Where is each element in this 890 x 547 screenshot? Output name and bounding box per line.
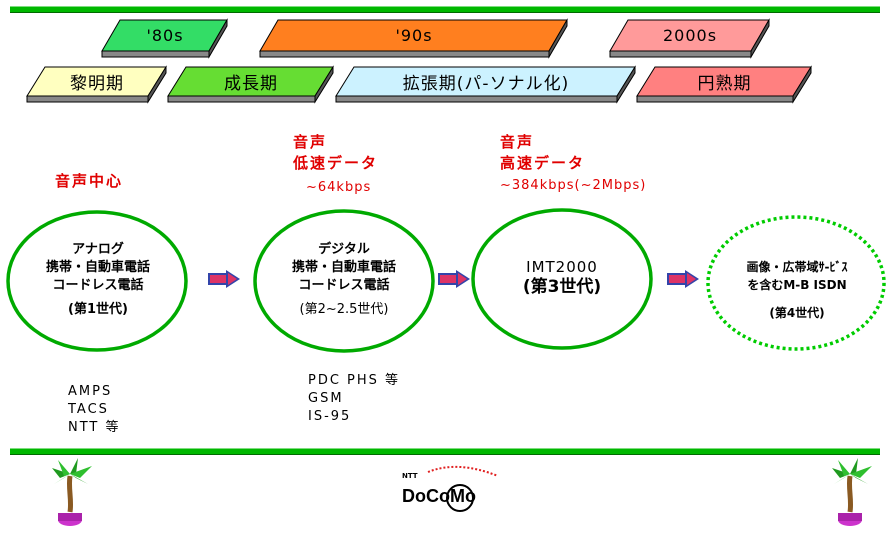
era-2000s-label: 2000s <box>662 25 718 45</box>
gen2-text: デジタル 携帯・自動車電話 コードレス電話 (第2~2.5世代) <box>266 241 422 319</box>
gen3-service-line2: 高速データ <box>500 154 586 172</box>
phase-expansion: 拡張期(パ-ソナル化) <box>335 65 636 104</box>
gen2-system-item: GSM <box>308 391 344 406</box>
gen4-generation: (第4世代) <box>769 306 825 320</box>
palm-tree-icon <box>52 458 92 526</box>
phase-maturity-label: 円熟期 <box>697 73 752 94</box>
gen2-line1: デジタル <box>318 242 370 257</box>
phase-dawn: 黎明期 <box>26 65 167 104</box>
generation-ellipses <box>6 208 886 353</box>
gen4-line1: 画像・広帯域ｻ-ﾋﾞｽ <box>746 260 848 274</box>
gen1-line2: 携帯・自動車電話 <box>45 260 150 275</box>
era-80s-label: '80s <box>146 25 184 45</box>
gen2-rate: ~64kbps <box>306 180 372 195</box>
gen2-line3: コードレス電話 <box>298 278 390 293</box>
gen1-system-item: TACS <box>68 402 109 417</box>
gen1-line3: コードレス電話 <box>52 278 144 293</box>
arrow-right-icon <box>667 270 699 288</box>
gen3-ellipse <box>471 208 653 350</box>
gen1-system-item: AMPS <box>68 384 113 399</box>
gen2-service-line1: 音声 <box>293 133 328 151</box>
gen4-ellipse <box>706 215 886 351</box>
phase-dawn-label: 黎明期 <box>70 73 124 94</box>
gen1-service: 音声中心 <box>55 172 124 190</box>
era-90s: '90s <box>259 18 568 59</box>
era-90s-label: '90s <box>395 25 433 45</box>
gen2-line2: 携帯・自動車電話 <box>291 260 396 275</box>
logo-ntt: NTT <box>402 472 418 480</box>
gen3-line1: IMT2000 <box>526 258 598 276</box>
gen3-generation: (第3世代) <box>522 277 602 297</box>
gen4-line2: を含むM-B ISDN <box>747 278 847 292</box>
logo-text: DoCoMo <box>402 486 476 506</box>
arrow-right-icon <box>438 270 470 288</box>
phase-expansion-label: 拡張期(パ-ソナル化) <box>402 73 570 94</box>
gen3-text: IMT2000 (第3世代) <box>484 258 640 296</box>
top-divider <box>10 6 880 13</box>
gen3-service-line1: 音声 <box>500 133 535 151</box>
gen2-system-item: IS-95 <box>308 409 352 424</box>
gen2-ellipse <box>253 209 435 353</box>
gen1-systems: AMPS TACS NTT 等 <box>68 383 121 437</box>
palm-tree-icon <box>832 458 872 526</box>
gen1-generation: (第1世代) <box>68 302 128 317</box>
bottom-divider <box>10 448 880 455</box>
era-80s: '80s <box>101 18 228 59</box>
gen1-system-item: NTT 等 <box>68 420 121 435</box>
phase-growth: 成長期 <box>167 65 334 104</box>
gen1-text: アナログ 携帯・自動車電話 コードレス電話 (第1世代) <box>20 241 176 319</box>
gen2-systems: PDC PHS 等 GSM IS-95 <box>308 372 400 426</box>
arrow-right-icon <box>208 270 240 288</box>
docomo-logo: NTT DoCoMo <box>398 462 508 514</box>
phase-growth-label: 成長期 <box>224 73 278 94</box>
gen3-rate: ~384kbps(~2Mbps) <box>500 178 647 193</box>
phase-maturity: 円熟期 <box>636 65 812 104</box>
gen1-line1: アナログ <box>72 242 124 257</box>
era-2000s: 2000s <box>609 18 770 59</box>
gen4-text: 画像・広帯域ｻ-ﾋﾞｽ を含むM-B ISDN (第4世代) <box>722 258 872 322</box>
gen2-service-line2: 低速データ <box>293 154 379 172</box>
gen2-generation: (第2~2.5世代) <box>299 302 389 317</box>
gen1-ellipse <box>6 210 188 352</box>
gen2-system-item: PDC PHS 等 <box>308 373 401 388</box>
